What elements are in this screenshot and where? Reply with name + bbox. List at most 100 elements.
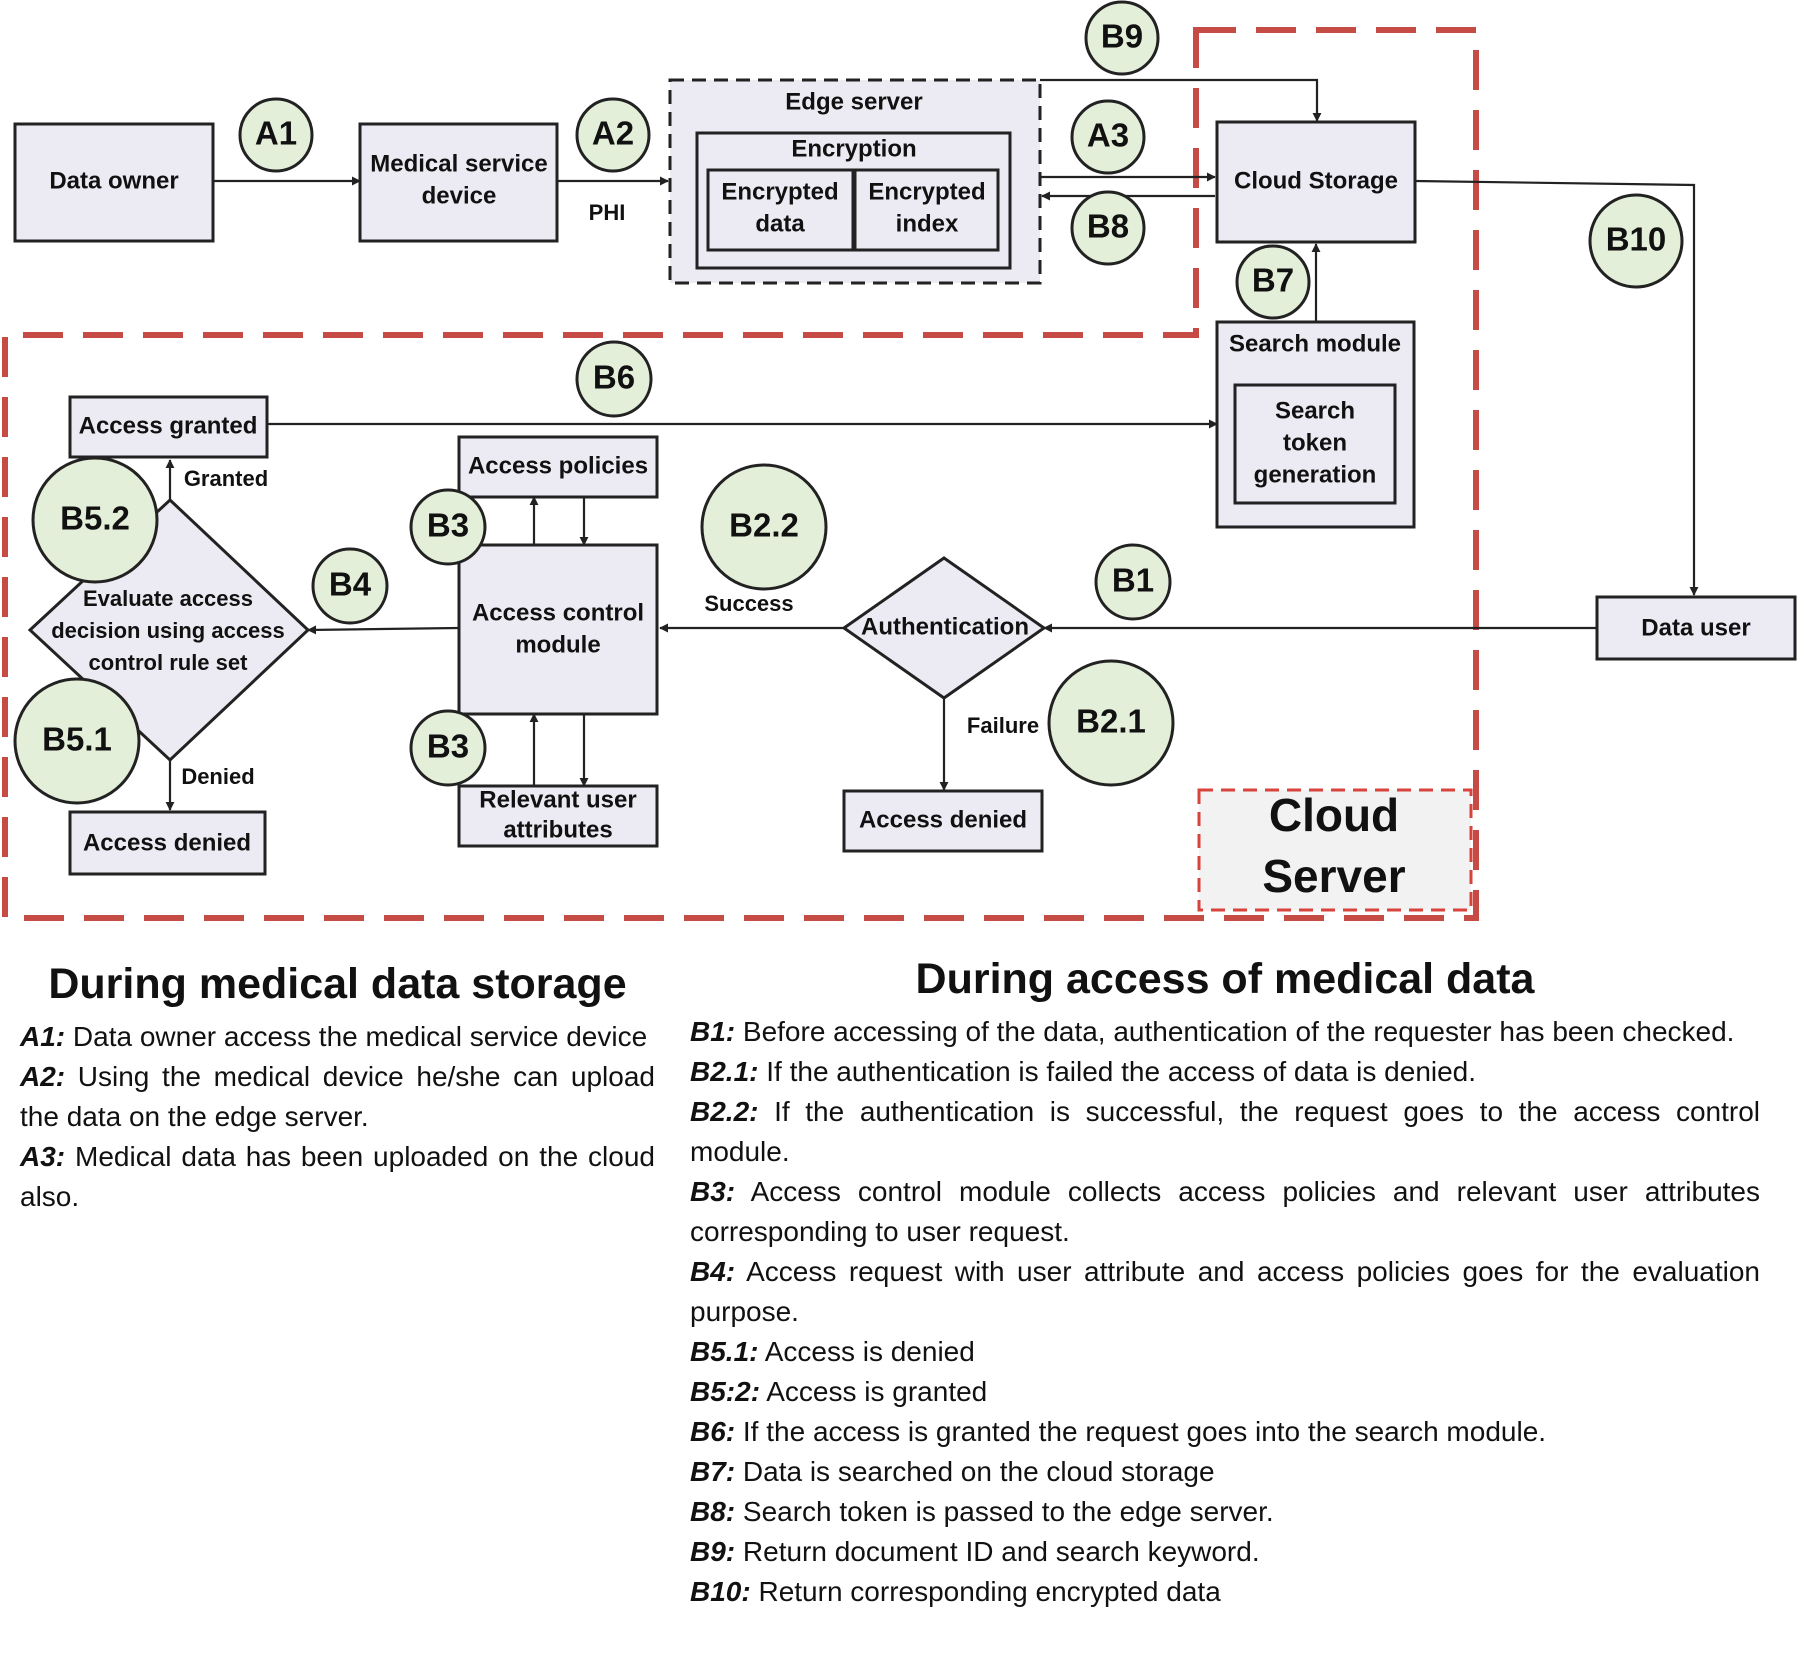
legend-text: If the access is granted the request goe… bbox=[735, 1416, 1547, 1447]
step-b3-bottom-circle bbox=[409, 709, 487, 787]
access-policies-box bbox=[457, 435, 659, 499]
evaluate-label-2: decision using access bbox=[51, 618, 285, 643]
search-token-box bbox=[1233, 383, 1397, 505]
legend-key: B4: bbox=[690, 1256, 736, 1287]
step-b2-2-label: B2.2 bbox=[729, 507, 799, 544]
legend-text: Data owner access the medical service de… bbox=[65, 1021, 648, 1052]
step-b6-circle bbox=[575, 340, 653, 418]
legend-access-item: B10: Return corresponding encrypted data bbox=[690, 1572, 1760, 1612]
search-token-label-1: Search bbox=[1275, 397, 1355, 424]
cloud-server-label-box bbox=[1197, 788, 1473, 912]
evaluate-label-1: Evaluate access bbox=[83, 586, 253, 611]
legend-text: Data is searched on the cloud storage bbox=[735, 1456, 1215, 1487]
encrypted-data-label-2: data bbox=[755, 210, 805, 237]
legend-storage-item: A1: Data owner access the medical servic… bbox=[20, 1017, 655, 1057]
step-a1-circle bbox=[238, 97, 314, 173]
legend-storage-title: During medical data storage bbox=[48, 960, 627, 1008]
medical-device-box bbox=[358, 122, 559, 243]
relevant-attributes-label-1: Relevant user bbox=[479, 786, 636, 813]
legend-key: B5:2: bbox=[690, 1376, 761, 1407]
access-denied-right-label: Access denied bbox=[859, 806, 1027, 833]
step-b5-1-circle bbox=[13, 677, 141, 805]
legend-text: Access is denied bbox=[758, 1336, 975, 1367]
step-b10-circle bbox=[1588, 193, 1684, 289]
step-b9-circle bbox=[1084, 0, 1160, 76]
relevant-attributes-label-2: attributes bbox=[503, 816, 612, 843]
legend-text: Search token is passed to the edge serve… bbox=[735, 1496, 1274, 1527]
legend-text: Medical data has been uploaded on the cl… bbox=[20, 1141, 655, 1212]
legend-key: B8: bbox=[690, 1496, 736, 1527]
legend-text: Return corresponding encrypted data bbox=[750, 1576, 1221, 1607]
step-a3-circle bbox=[1070, 99, 1146, 175]
step-b7-circle bbox=[1235, 244, 1311, 320]
step-b3-bottom-label: B3 bbox=[427, 728, 469, 765]
step-b3-top-label: B3 bbox=[427, 507, 469, 544]
evaluate-label-3: control rule set bbox=[89, 650, 249, 675]
legend-access-item: B9: Return document ID and search keywor… bbox=[690, 1532, 1760, 1572]
data-user-label: Data user bbox=[1641, 614, 1750, 641]
step-b9-label: B9 bbox=[1101, 18, 1143, 55]
legend-key: B7: bbox=[690, 1456, 736, 1487]
medical-device-label-1: Medical service bbox=[370, 150, 547, 177]
step-a2-circle bbox=[575, 97, 651, 173]
legend-key: B3: bbox=[690, 1176, 736, 1207]
legend-access-item: B7: Data is searched on the cloud storag… bbox=[690, 1452, 1760, 1492]
legend-access-item: B2.1: If the authentication is failed th… bbox=[690, 1052, 1760, 1092]
legend-text: Before accessing of the data, authentica… bbox=[735, 1016, 1735, 1047]
legend-key: A1: bbox=[20, 1021, 66, 1052]
step-b5-2-label: B5.2 bbox=[60, 500, 130, 537]
encrypted-data-box bbox=[706, 168, 855, 252]
data-user-box bbox=[1595, 595, 1797, 661]
legend-key: B6: bbox=[690, 1416, 736, 1447]
step-b4-label: B4 bbox=[329, 566, 372, 603]
encrypted-index-label-2: index bbox=[896, 210, 959, 237]
step-b8-circle bbox=[1070, 190, 1146, 266]
cloud-server-label-1: Cloud bbox=[1269, 789, 1399, 841]
granted-label: Granted bbox=[184, 466, 268, 491]
access-control-label-2: module bbox=[515, 631, 600, 658]
step-b10-label: B10 bbox=[1606, 221, 1667, 258]
step-a1-label: A1 bbox=[255, 115, 297, 152]
success-label: Success bbox=[704, 591, 793, 616]
legend-key: B2.2: bbox=[690, 1096, 759, 1127]
step-b5-1-label: B5.1 bbox=[42, 721, 112, 758]
edge-server-label: Edge server bbox=[785, 88, 922, 115]
step-b1-circle bbox=[1094, 543, 1172, 621]
access-denied-right-box bbox=[842, 789, 1044, 853]
authentication-diamond bbox=[841, 556, 1047, 700]
legend-access-item: B6: If the access is granted the request… bbox=[690, 1412, 1760, 1452]
legend-storage-item: A3: Medical data has been uploaded on th… bbox=[20, 1137, 655, 1217]
search-module-label: Search module bbox=[1229, 330, 1401, 357]
legend-text: If the authentication is failed the acce… bbox=[758, 1056, 1477, 1087]
relevant-attributes-box bbox=[457, 784, 659, 848]
phi-label: PHI bbox=[589, 200, 626, 225]
legend-access-item: B1: Before accessing of the data, authen… bbox=[690, 1012, 1760, 1052]
evaluate-decision-diamond bbox=[27, 497, 311, 763]
legend-key: B1: bbox=[690, 1016, 736, 1047]
data-owner-label: Data owner bbox=[49, 167, 178, 194]
access-denied-left-box bbox=[68, 810, 267, 876]
arrow-acm-evaluate bbox=[307, 625, 460, 635]
legend-access-item: B2.2: If the authentication is successfu… bbox=[690, 1092, 1760, 1172]
legend-text: Access request with user attribute and a… bbox=[690, 1256, 1760, 1327]
legend-access-item: B8: Search token is passed to the edge s… bbox=[690, 1492, 1760, 1532]
access-granted-label: Access granted bbox=[79, 412, 258, 439]
arrow-cloud-user-b10 bbox=[1414, 179, 1699, 596]
step-b8-label: B8 bbox=[1087, 208, 1129, 245]
legend-access-item: B3: Access control module collects acces… bbox=[690, 1172, 1760, 1252]
access-control-module-box bbox=[457, 543, 659, 716]
legend-storage: During medical data storage A1: Data own… bbox=[20, 960, 655, 1217]
encrypted-index-box bbox=[853, 168, 1000, 252]
cloud-storage-label: Cloud Storage bbox=[1234, 167, 1398, 194]
cloud-server-boundary bbox=[2, 27, 1479, 921]
architecture-diagram: Data owner Medical service device PHI Ed… bbox=[2, 0, 1797, 921]
step-b4-circle bbox=[311, 547, 389, 625]
failure-label: Failure bbox=[967, 713, 1039, 738]
step-b7-label: B7 bbox=[1252, 262, 1294, 299]
data-owner-box bbox=[13, 122, 215, 243]
medical-device-label-2: device bbox=[422, 182, 497, 209]
step-b2-1-circle bbox=[1047, 659, 1175, 787]
access-policies-label: Access policies bbox=[468, 452, 648, 479]
legend-key: B5.1: bbox=[690, 1336, 759, 1367]
legend-access-title: During access of medical data bbox=[915, 955, 1535, 1003]
